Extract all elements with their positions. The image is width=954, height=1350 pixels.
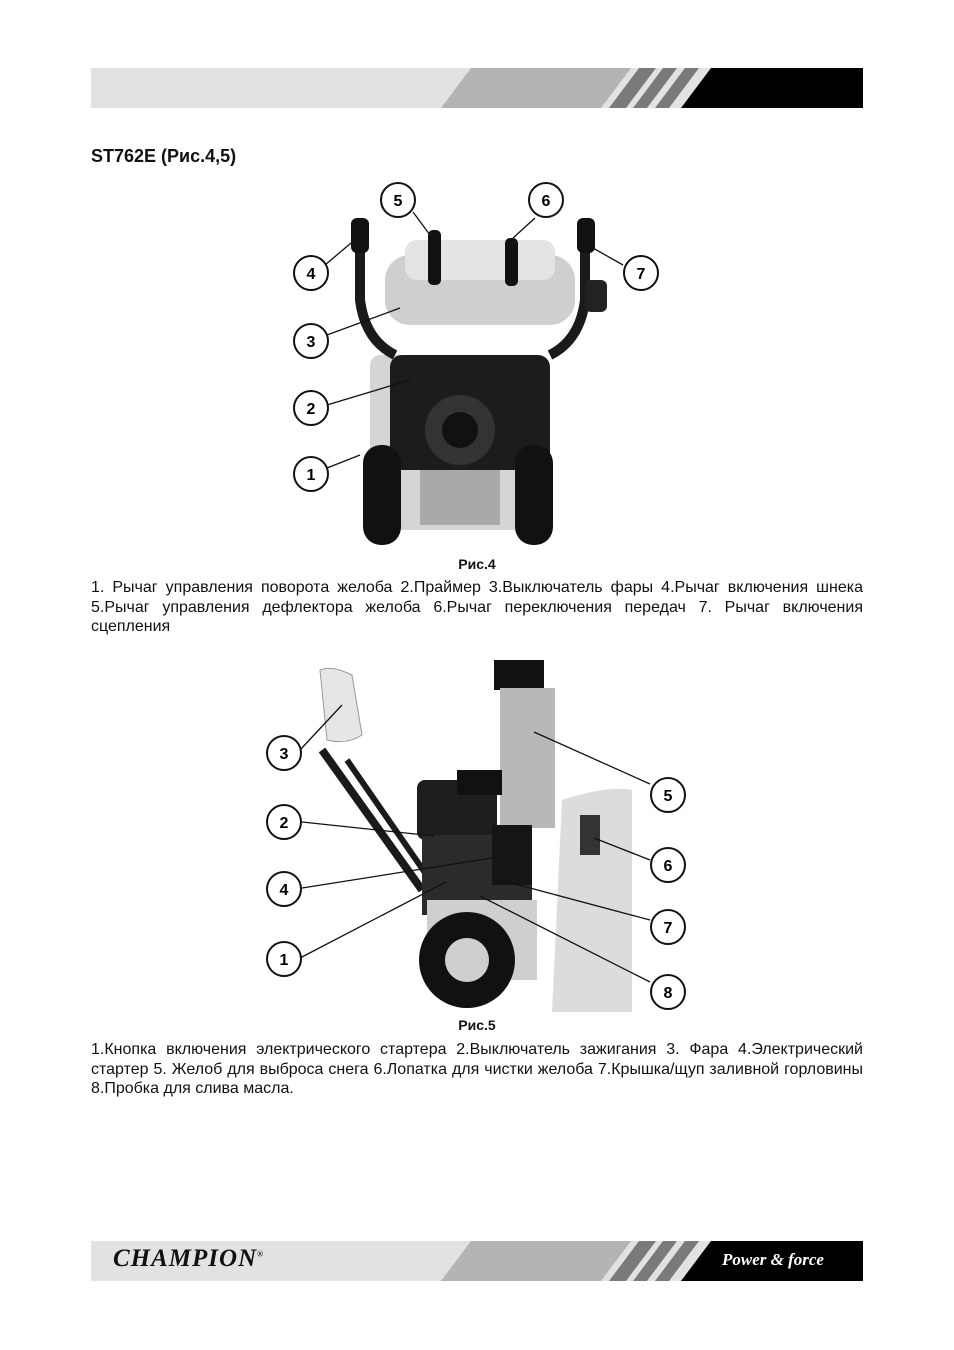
svg-text:5: 5: [664, 788, 673, 805]
svg-text:1: 1: [280, 952, 289, 969]
figure-5-photo: 3 2 4 1 5 6 7: [262, 660, 702, 1012]
callout-2: 2: [266, 804, 302, 840]
callout-1: 1: [293, 456, 329, 492]
figure-5-caption: Рис.5: [458, 1017, 496, 1033]
svg-text:6: 6: [664, 858, 673, 875]
callout-6: 6: [528, 182, 564, 218]
callout-1: 1: [266, 941, 302, 977]
callout-7: 7: [623, 255, 659, 291]
callout-2: 2: [293, 390, 329, 426]
champion-logo: CHAMPION®: [113, 1245, 265, 1272]
slogan: Power & force: [722, 1250, 824, 1269]
svg-text:2: 2: [307, 401, 316, 418]
callout-4: 4: [266, 871, 302, 907]
callout-5: 5: [650, 777, 686, 813]
figure-4-caption: Рис.4: [458, 556, 496, 572]
callout-4: 4: [293, 255, 329, 291]
callout-8: 8: [650, 974, 686, 1010]
figure-4-photo: 5 6 4 7 3 2 1: [285, 180, 675, 555]
figure-4-legend: 1. Рычаг управления поворота желоба 2.Пр…: [91, 579, 863, 635]
header-band: [91, 68, 863, 108]
svg-text:7: 7: [664, 920, 673, 937]
svg-text:4: 4: [280, 882, 289, 899]
svg-text:4: 4: [307, 266, 316, 283]
callout-7: 7: [650, 909, 686, 945]
figure-5-legend: 1.Кнопка включения электрического старте…: [91, 1041, 863, 1097]
callout-3: 3: [266, 735, 302, 771]
svg-text:3: 3: [307, 334, 316, 351]
svg-text:5: 5: [394, 193, 403, 210]
section-heading: ST762E (Рис.4,5): [91, 146, 237, 166]
svg-text:1: 1: [307, 467, 316, 484]
svg-text:3: 3: [280, 746, 289, 763]
callout-6: 6: [650, 847, 686, 883]
svg-text:7: 7: [637, 266, 646, 283]
svg-text:2: 2: [280, 815, 289, 832]
callout-5: 5: [380, 182, 416, 218]
svg-text:6: 6: [542, 193, 551, 210]
svg-text:8: 8: [664, 985, 673, 1002]
callout-3: 3: [293, 323, 329, 359]
footer-band: [91, 1241, 863, 1281]
